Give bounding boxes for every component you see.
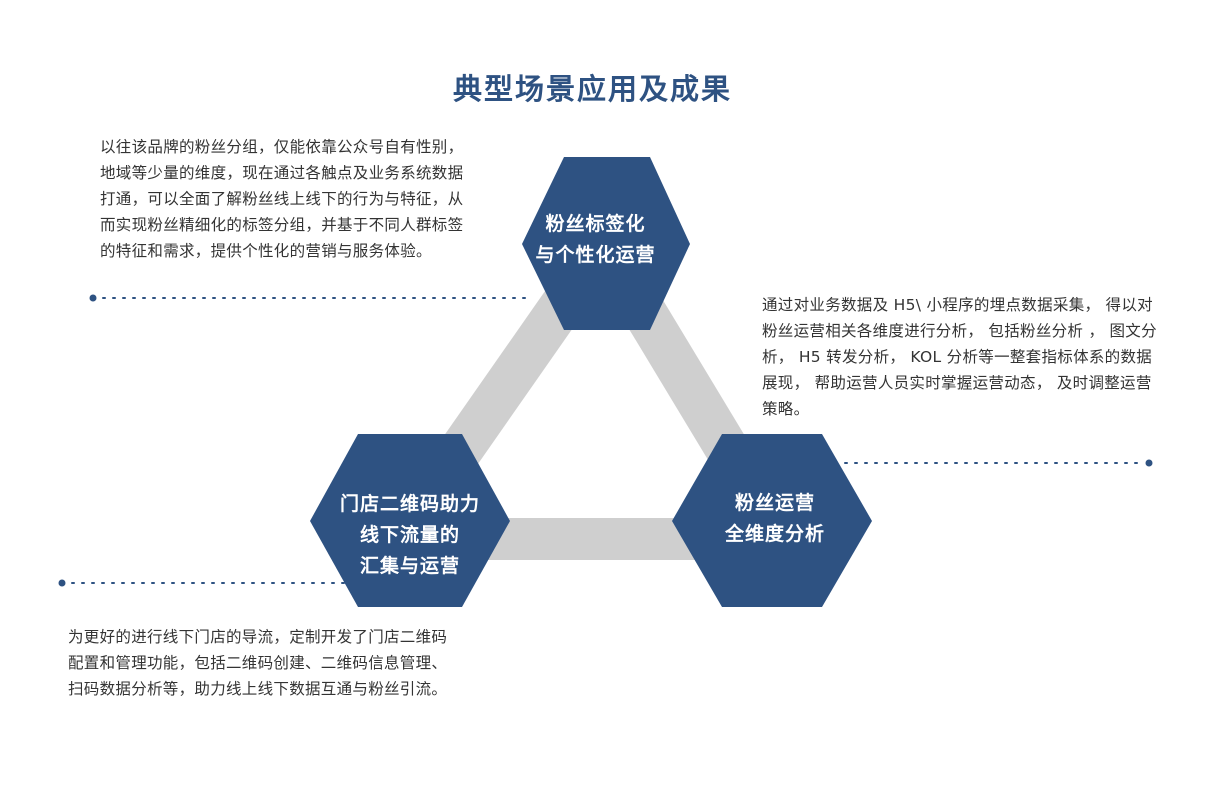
node-left-label: 门店二维码助力 线下流量的 汇集与运营 — [330, 489, 490, 582]
description-right: 通过对业务数据及 H5\ 小程序的埋点数据采集， 得以对粉丝运营相关各维度进行分… — [762, 296, 1157, 418]
leader-dot-right — [1145, 459, 1153, 467]
hexagon-top — [522, 157, 690, 330]
node-left-line: 汇集与运营 — [359, 555, 460, 577]
leader-dot-bottom-left — [58, 579, 66, 587]
node-left-line: 线下流量的 — [359, 524, 460, 546]
page-title: 典型场景应用及成果 — [452, 72, 732, 106]
description-bottom-left: 为更好的进行线下门店的导流，定制开发了门店二维码配置和管理功能，包括二维码创建、… — [68, 628, 448, 698]
node-right-line: 粉丝运营 — [734, 492, 815, 514]
hexagon-left — [310, 434, 510, 607]
node-left-line: 门店二维码助力 — [339, 493, 480, 515]
hexagon-right — [672, 434, 872, 607]
node-top-label: 粉丝标签化 与个性化运营 — [518, 209, 673, 271]
node-right-line: 全维度分析 — [724, 523, 825, 545]
description-top-left: 以往该品牌的粉丝分组，仅能依靠公众号自有性别，地域等少量的维度，现在通过各触点及… — [100, 138, 464, 260]
node-top-line: 与个性化运营 — [535, 244, 656, 266]
node-right-label: 粉丝运营 全维度分析 — [695, 488, 855, 550]
leader-dot-top-left — [89, 294, 97, 302]
node-top-line: 粉丝标签化 — [545, 213, 646, 235]
